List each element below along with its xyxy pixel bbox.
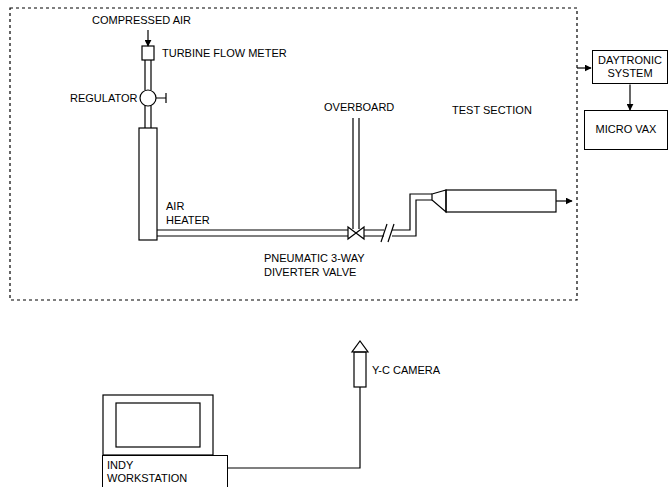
outlet-arrow: [556, 200, 572, 201]
overboard-pipe: [353, 118, 359, 229]
process-box: INDY WORKSTATION: [102, 455, 228, 487]
pipe: [392, 194, 432, 236]
signal-arrow: [629, 84, 630, 110]
box-label: MICRO VAX: [589, 123, 663, 136]
pipe: [145, 106, 151, 128]
pipe: [145, 60, 151, 90]
enclosure-boundary: [10, 8, 577, 300]
part-label: AIR HEATER: [166, 200, 221, 228]
part-label: OVERBOARD: [324, 101, 394, 115]
box-label: DAYTRONIC SYSTEM: [597, 54, 663, 80]
heater-symbol: [139, 128, 157, 240]
signal-arrow: [577, 67, 591, 68]
nozzle-symbol: [432, 190, 446, 212]
flow-meter-symbol: [142, 46, 154, 60]
part-label: REGULATOR: [70, 92, 137, 106]
test-section-tube: [446, 190, 556, 212]
pipe: [157, 230, 348, 236]
part-label: TEST SECTION: [452, 104, 532, 118]
regulator-symbol: [140, 90, 156, 106]
break-marks: [381, 224, 394, 242]
part-label: PNEUMATIC 3-WAY DIVERTER VALVE: [264, 252, 376, 280]
process-box: MICRO VAX: [584, 110, 668, 150]
part-label: TURBINE FLOW METER: [162, 47, 287, 61]
regulator-handle: [156, 93, 166, 103]
inlet-arrow: [147, 30, 148, 46]
camera-lens: [352, 341, 368, 352]
camera-symbol: [354, 352, 366, 387]
box-label: INDY WORKSTATION: [107, 459, 195, 485]
part-label: Y-C CAMERA: [372, 364, 440, 378]
valve-symbol: [348, 227, 364, 239]
part-label: COMPRESSED AIR: [92, 14, 191, 28]
process-box: DAYTRONIC SYSTEM: [592, 50, 668, 84]
monitor-symbol: [103, 395, 213, 455]
video-cable: [228, 387, 360, 468]
pipe: [364, 230, 384, 236]
monitor-screen: [116, 403, 200, 447]
